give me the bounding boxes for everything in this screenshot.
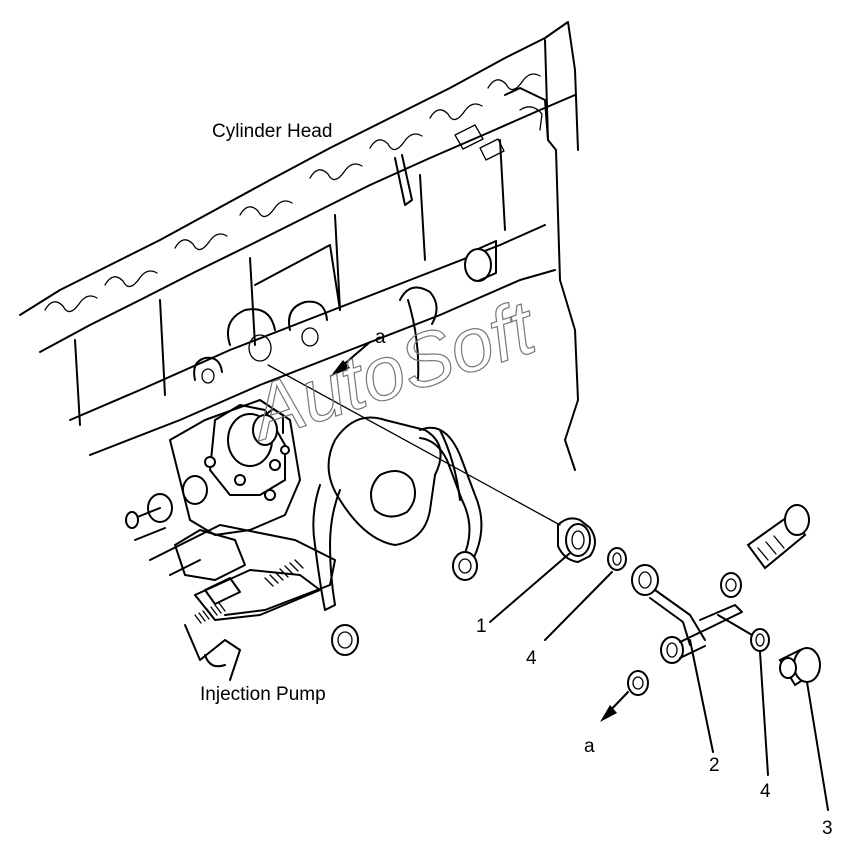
callout-part-2: 2 [709,755,720,776]
watermark-text: AutoSoft [237,284,547,457]
callout-ref-a-bottom: a [584,736,595,757]
callout-part-4-left: 4 [526,648,537,669]
block-washer-lower [331,624,359,656]
part-4-washer-right [750,628,770,652]
label-injection-pump: Injection Pump [200,684,326,705]
callout-ref-a-top: a [375,327,386,348]
block-washer-upper [452,551,478,581]
injection-pump-drawing [125,399,336,681]
banjo-bolt-upper [746,504,810,570]
washer-lower [627,670,649,696]
gasket-bracket-drawing [312,416,483,611]
cylinder-head-drawing [19,21,579,471]
part-2-banjo-pipe [631,564,743,664]
callout-part-3: 3 [822,818,833,839]
callout-part-1: 1 [476,616,487,637]
part-3-banjo-bolt [778,647,821,687]
washer-upper-right [720,572,742,598]
part-4-washer-left [607,547,627,571]
part-1-plug [557,517,596,564]
leader-lines [267,341,829,811]
label-cylinder-head: Cylinder Head [212,121,332,142]
callout-part-4-right: 4 [760,781,771,802]
